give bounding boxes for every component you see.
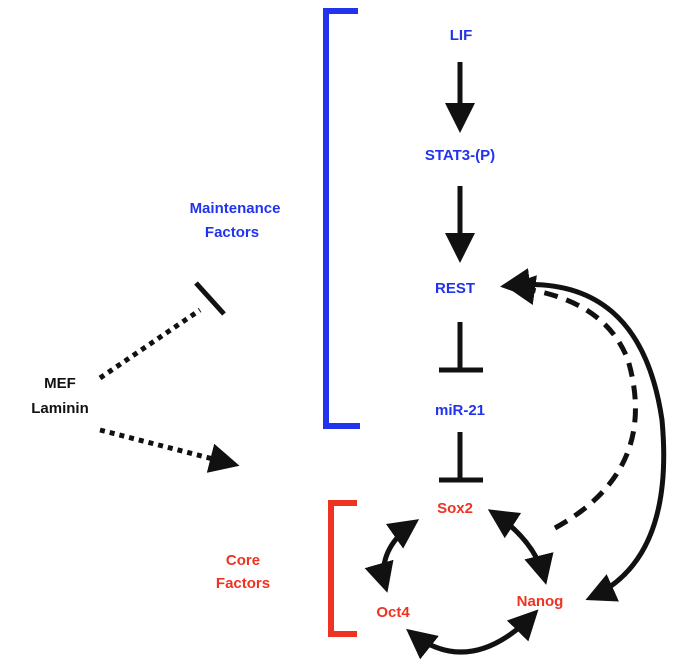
node-stat3: STAT3-(P): [425, 147, 495, 164]
double-arrow-rest-nanog: [500, 268, 667, 602]
node-nanog: Nanog: [517, 593, 564, 610]
maintenance-label-1: Maintenance: [190, 200, 281, 217]
maintenance-label-2: Factors: [205, 224, 259, 241]
inhibit-rest-mir21: [439, 322, 483, 373]
node-sox2: Sox2: [437, 500, 473, 517]
arrow-sox2-nanog: [487, 509, 554, 585]
node-rest: REST: [435, 280, 475, 297]
node-oct4: Oct4: [376, 604, 410, 621]
node-lif: LIF: [450, 27, 473, 44]
dashed-nanog-rest: [505, 275, 638, 531]
core-label-1: Core: [226, 552, 260, 569]
arrow-sox2-oct4: [364, 519, 420, 593]
arrow-oct4-nanog: [406, 609, 539, 660]
mef-label-2: Laminin: [31, 400, 89, 417]
maintenance-bracket: [323, 8, 360, 429]
inhibit-mef-maintenance: [98, 281, 226, 381]
core-bracket: [328, 500, 357, 637]
node-mir21: miR-21: [435, 402, 485, 419]
inhibit-mir21-sox2: [439, 432, 483, 483]
core-label-2: Factors: [216, 575, 270, 592]
mef-label-1: MEF: [44, 375, 76, 392]
arrow-mef-core: [99, 427, 240, 473]
